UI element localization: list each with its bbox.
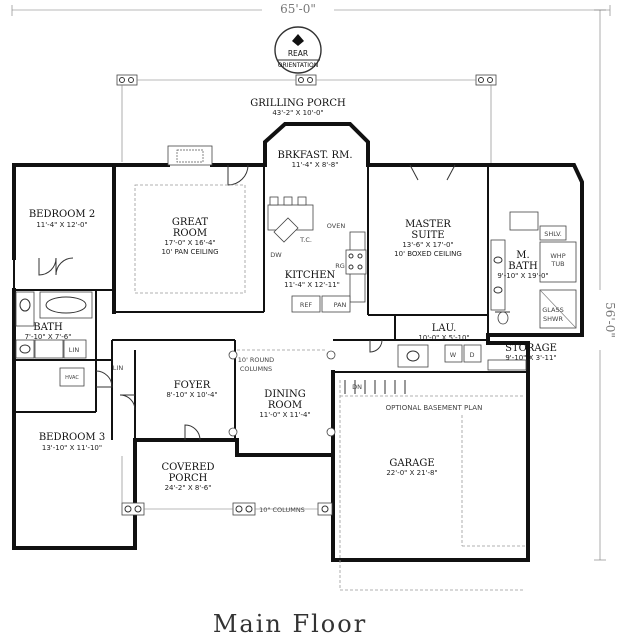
bath-name: BATH (33, 322, 63, 333)
label-hvac: HVAC (65, 375, 79, 381)
bedroom2-size: 11'-4" X 12'-0" (36, 221, 87, 229)
label-dw: DW (270, 251, 282, 259)
label-bath-linen: LIN (69, 346, 80, 354)
fireplace (167, 145, 213, 166)
laundry-name: LAU. (432, 323, 457, 334)
depth-dimension: 56'-0" (603, 302, 617, 338)
label-optional-basement: OPTIONAL BASEMENT PLAN (386, 404, 483, 412)
grilling-porch-outline (116, 74, 497, 165)
kitchen-name: KITCHEN (285, 270, 336, 281)
master-suite-size: 13'-6" X 17'-0" (402, 241, 453, 249)
dining-name-line1: DINING (264, 389, 305, 400)
kitchen-fixtures (267, 196, 367, 313)
compass-label-rear: REAR (288, 49, 308, 58)
garage-basement-outline (339, 380, 525, 591)
master-bath-size: 9'-10" X 19'-0" (497, 272, 548, 280)
grilling-porch-size: 43'-2" X 10'-0" (272, 109, 323, 117)
foyer-dining-columns (228, 349, 336, 437)
great-room-ceiling-note: 10' PAN CEILING (161, 248, 218, 256)
great-room-name-line1: GREAT (172, 217, 208, 228)
bedroom2-name: BEDROOM 2 (29, 209, 95, 220)
label-whirlpool-line1: WHP (550, 252, 565, 260)
orientation-compass (274, 26, 322, 74)
master-suite-name-line1: MASTER (405, 219, 451, 230)
covered-porch-name-line2: PORCH (169, 473, 208, 484)
hall-bath-fixtures (15, 291, 93, 387)
bedroom3-name: BEDROOM 3 (39, 432, 105, 443)
bedroom3-size: 13'-10" X 11'-10" (42, 444, 102, 452)
label-hall-linen: LIN (113, 364, 124, 372)
dining-size: 11'-0" X 11'-4" (259, 411, 310, 419)
breakfast-size: 11'-4" X 8'-8" (292, 161, 339, 169)
laundry-size: 10'-0" X 5'-10" (418, 334, 469, 342)
covered-porch-name-line1: COVERED (161, 462, 214, 473)
grilling-porch-name: GRILLING PORCH (250, 98, 346, 109)
label-round-columns-line1: 10' ROUND (238, 356, 274, 364)
label-glass-shower-line2: SHWR (543, 315, 563, 323)
covered-porch-columns (121, 456, 333, 516)
label-glass-shower-line1: GLASS (542, 306, 564, 314)
dining-name-line2: ROOM (268, 400, 302, 411)
label-pan: PAN (334, 301, 347, 309)
label-rg: RG (335, 262, 345, 270)
kitchen-size: 11'-4" X 12'-11" (284, 281, 340, 289)
label-dryer: D (469, 351, 474, 359)
label-whirlpool-line2: TUB (550, 260, 564, 268)
master-suite-ceiling-note: 10' BOXED CEILING (394, 250, 462, 258)
storage-name: STORAGE (505, 343, 557, 354)
great-room-name-line2: ROOM (173, 228, 207, 239)
label-stair-down: DN (352, 383, 362, 391)
master-suite-name-line2: SUITE (411, 230, 444, 241)
great-room-size: 17'-0" X 16'-4" (164, 239, 215, 247)
compass-label-orientation: ORIENTATION (278, 62, 318, 69)
laundry-fixtures (397, 344, 527, 371)
master-bath-name-line2: BATH (508, 261, 538, 272)
label-round-columns-line2: COLUMNS (240, 365, 272, 373)
garage-size: 22'-0" X 21'-8" (386, 469, 437, 477)
breakfast-name: BRKFAST. RM. (278, 150, 353, 161)
label-ref: REF (300, 301, 313, 309)
foyer-name: FOYER (174, 380, 211, 391)
covered-porch-size: 24'-2" X 8'-6" (165, 484, 212, 492)
label-shelves: SHLV. (544, 230, 562, 238)
garage-name: GARAGE (389, 458, 434, 469)
storage-size: 9'-10" X 3'-11" (505, 354, 556, 362)
exterior-walls (12, 122, 584, 562)
floor-title: Main Floor (213, 610, 367, 638)
label-oven: OVEN (327, 222, 346, 230)
width-dimension: 65'-0" (280, 2, 316, 16)
master-bath-name-line1: M. (516, 250, 529, 261)
label-washer: W (450, 351, 457, 359)
label-tc: T.C. (299, 236, 312, 244)
foyer-size: 8'-10" X 10'-4" (166, 391, 217, 399)
bath-size: 7'-10" X 7'-6" (25, 333, 72, 341)
master-bath-fixtures (490, 211, 577, 329)
label-porch-columns: 10" COLUMNS (259, 506, 305, 514)
